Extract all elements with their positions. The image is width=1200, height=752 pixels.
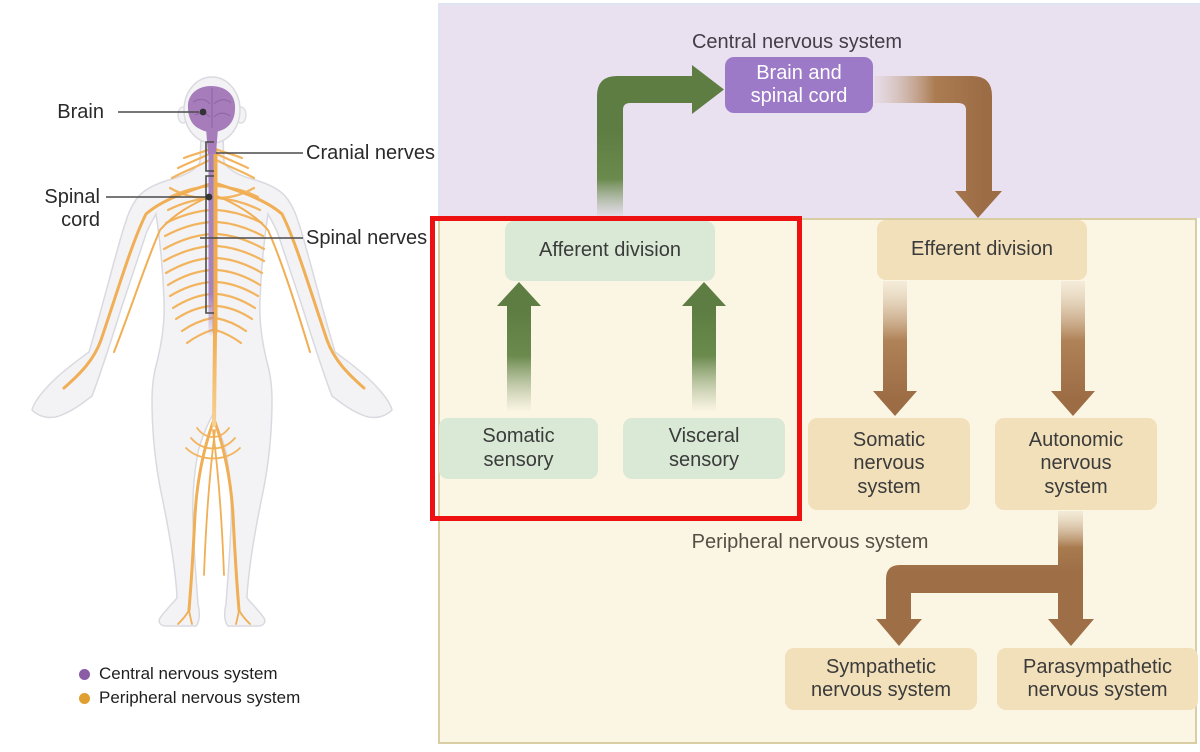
somatic-sensory-box: Somatic sensory: [439, 418, 598, 479]
spinal-nerves-label: Spinal nerves: [306, 227, 428, 249]
afferent-highlight-rectangle: [430, 216, 802, 521]
cranial-nerves-label: Cranial nerves: [306, 142, 435, 164]
brain-illustration: [187, 86, 236, 154]
brain-spinal-cord-box: Brain and spinal cord: [725, 57, 873, 113]
somatic-nervous-system-box: Somatic nervous system: [808, 418, 970, 510]
peripheral-nerves: [162, 146, 266, 460]
spinal-bracket: [205, 175, 214, 314]
autonomic-nervous-system-box: Autonomic nervous system: [995, 418, 1157, 510]
pns-legend-dot-icon: [79, 692, 90, 704]
cns-panel-title: Central nervous system: [691, 31, 903, 53]
spinal-cord: [208, 139, 218, 427]
cranial-bracket: [205, 141, 214, 172]
pns-legend-label: Peripheral nervous system: [99, 688, 301, 707]
legend-item-cns: Central nervous system: [79, 662, 278, 686]
limb-nerves: [62, 182, 366, 625]
efferent-division-box: Efferent division: [877, 220, 1087, 280]
pns-panel-title: Peripheral nervous system: [691, 531, 929, 553]
afferent-division-box: Afferent division: [505, 221, 715, 281]
visceral-sensory-box: Visceral sensory: [623, 418, 785, 479]
spinal-cord-label: Spinal cord: [44, 186, 100, 231]
parasympathetic-nervous-system-box: Parasympathetic nervous system: [997, 648, 1198, 710]
cns-legend-label: Central nervous system: [99, 664, 278, 683]
brain-label: Brain: [57, 101, 104, 123]
label-lines: [106, 111, 303, 314]
cns-legend-dot-icon: [79, 668, 90, 680]
legend-item-pns: Peripheral nervous system: [79, 686, 300, 710]
sympathetic-nervous-system-box: Sympathetic nervous system: [785, 648, 977, 710]
spinal-cord-pointer-dot: [205, 193, 213, 201]
brain-pointer-dot: [199, 108, 207, 116]
